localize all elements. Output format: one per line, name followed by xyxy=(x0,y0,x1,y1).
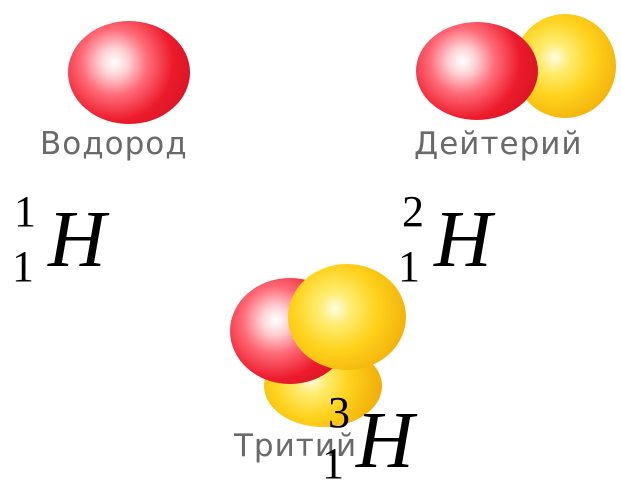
proton-ball xyxy=(416,22,538,120)
mass-number: 2 xyxy=(402,187,424,236)
mass-number: 1 xyxy=(14,187,36,236)
element-symbol: H xyxy=(356,397,414,485)
element-symbol: H xyxy=(48,196,106,284)
atomic-number: 1 xyxy=(12,242,34,291)
atomic-number: 1 xyxy=(322,439,344,488)
element-symbol: H xyxy=(434,196,492,284)
isotope-name-protium: Водород xyxy=(40,126,188,162)
isotope-name-tritium: Тритий xyxy=(234,428,358,464)
proton-ball xyxy=(68,21,190,124)
atomic-number: 1 xyxy=(398,242,420,291)
mass-number: 3 xyxy=(328,388,350,437)
neutron-ball xyxy=(288,264,406,370)
isotope-name-deuterium: Дейтерий xyxy=(414,126,583,162)
